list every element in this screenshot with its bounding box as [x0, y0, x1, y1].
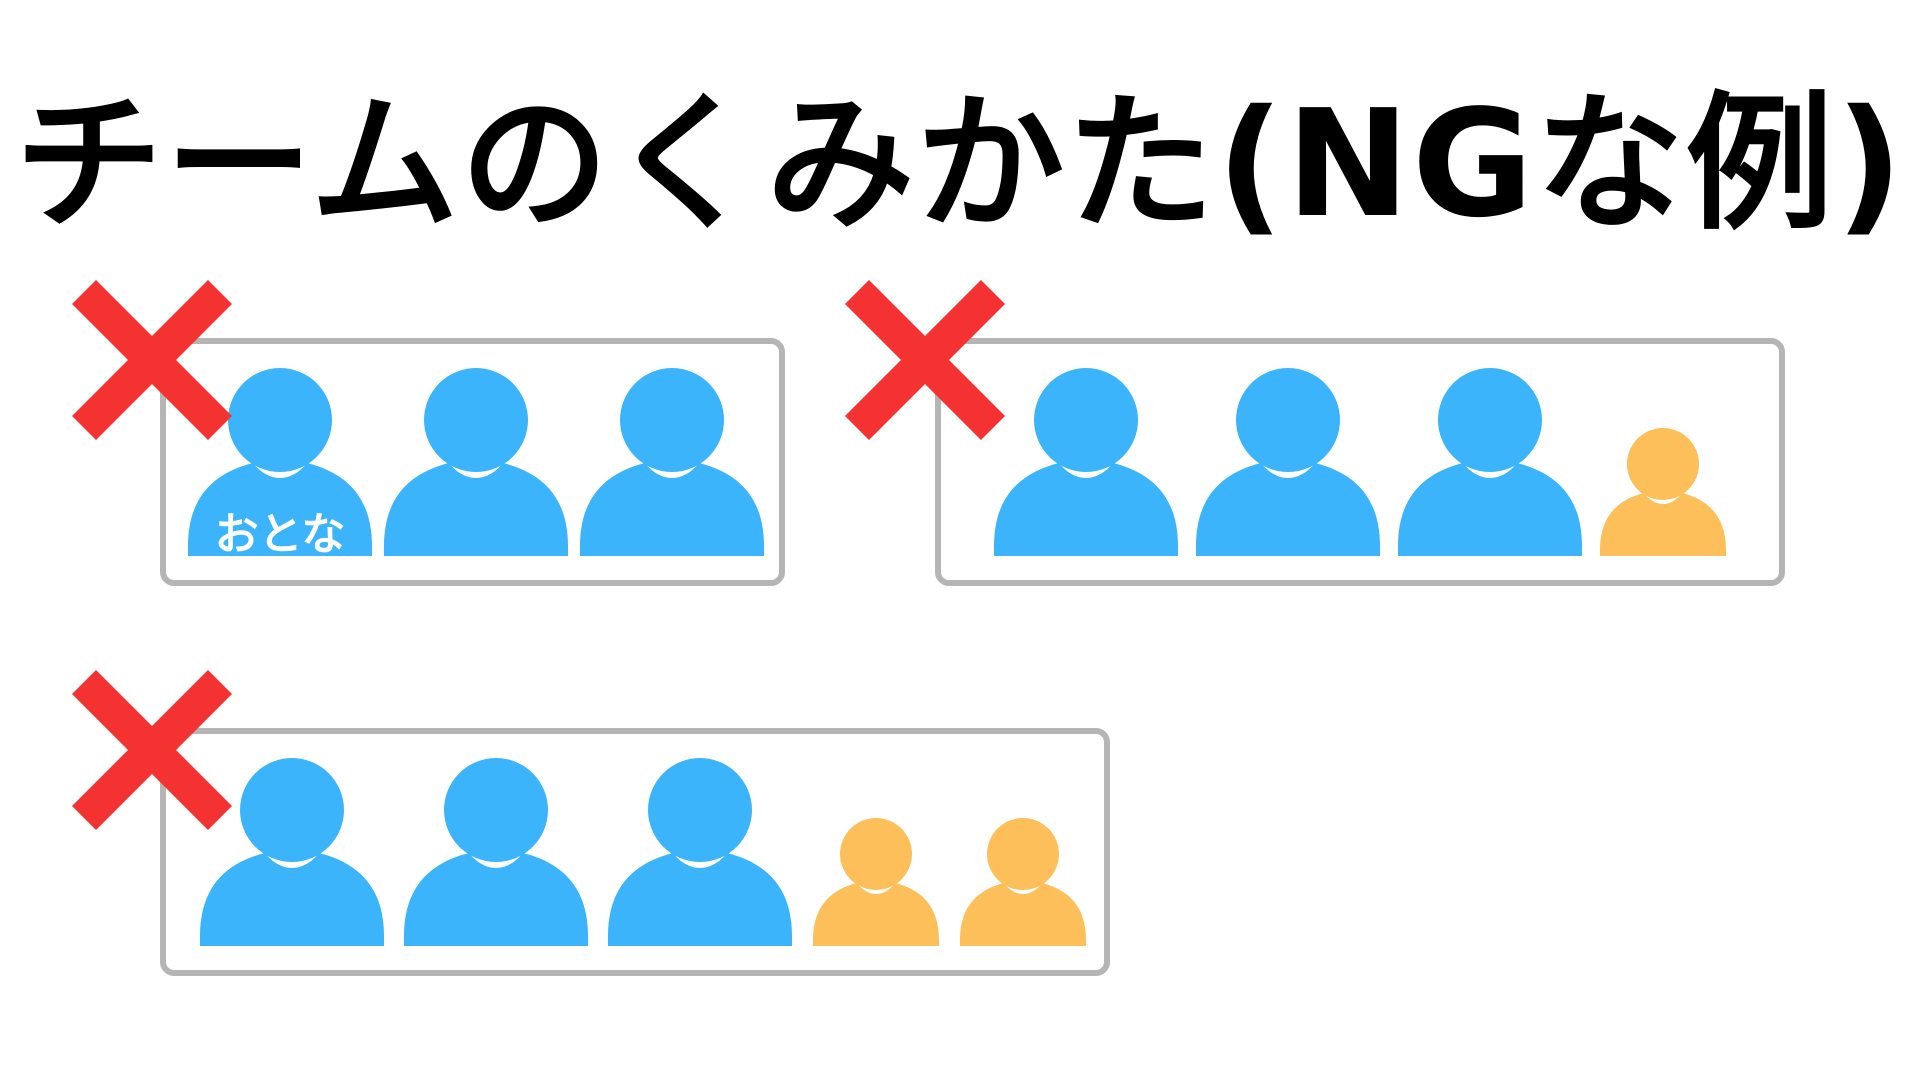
- team-member-adult: [580, 368, 764, 556]
- person-icon: [994, 368, 1178, 556]
- person-icon: [608, 758, 792, 946]
- person-icon: [1600, 428, 1726, 556]
- ng-mark-1: [72, 280, 232, 440]
- team-member-adult: [200, 758, 384, 946]
- cross-mark-icon: [72, 670, 232, 830]
- team-member-child: [960, 818, 1086, 946]
- cross-mark-icon: [845, 280, 1005, 440]
- page-title: チームのくみかた(NGな例): [14, 77, 1906, 250]
- team-member-adult: おとな: [188, 368, 372, 560]
- team-member-child: [1600, 428, 1726, 556]
- team-member-adult: [994, 368, 1178, 556]
- cross-mark-icon: [72, 280, 232, 440]
- team-member-adult: [1196, 368, 1380, 556]
- ng-mark-3: [72, 670, 232, 830]
- person-icon: [1398, 368, 1582, 556]
- ng-mark-2: [845, 280, 1005, 440]
- team-member-adult: [404, 758, 588, 946]
- team-member-adult: [384, 368, 568, 556]
- person-icon: [188, 368, 372, 556]
- person-icon: [813, 818, 939, 946]
- member-label: おとな: [214, 509, 346, 560]
- person-icon: [580, 368, 764, 556]
- team-member-adult: [1398, 368, 1582, 556]
- team-member-child: [813, 818, 939, 946]
- person-icon: [404, 758, 588, 946]
- person-icon: [1196, 368, 1380, 556]
- team-member-adult: [608, 758, 792, 946]
- person-icon: [960, 818, 1086, 946]
- person-icon: [200, 758, 384, 946]
- person-icon: [384, 368, 568, 556]
